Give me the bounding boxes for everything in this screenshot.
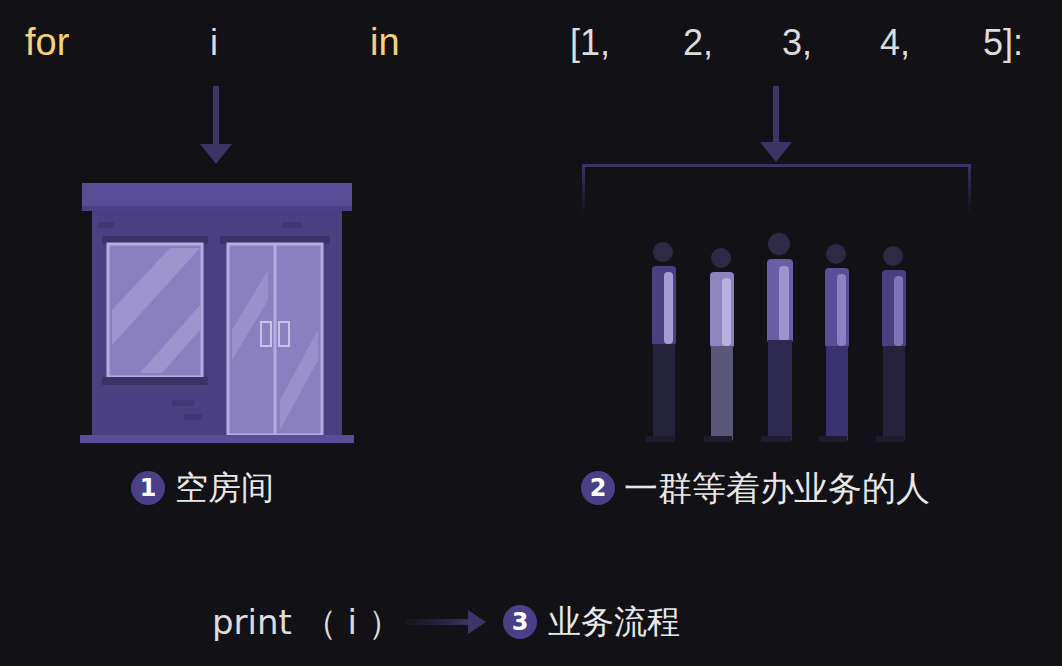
callout-number: 2 <box>581 471 615 505</box>
callout-digit: 1 <box>140 476 157 500</box>
callout-digit: 3 <box>512 610 529 634</box>
caption-text: print （ i ） <box>212 602 402 643</box>
callout-digit: 2 <box>590 476 607 500</box>
callout-number: 3 <box>503 605 537 639</box>
flow-arrow <box>405 610 486 634</box>
down-arrow <box>760 86 792 162</box>
code-token: i <box>210 21 218 64</box>
caption-text: 业务流程 <box>548 602 680 642</box>
code-token: in <box>370 20 400 66</box>
code-token: 2, <box>683 21 713 64</box>
down-arrow <box>200 86 232 164</box>
code-token: 3, <box>782 21 812 64</box>
bracket <box>582 164 971 214</box>
people-illustration <box>646 233 906 442</box>
caption-text: 一群等着办业务的人 <box>624 468 930 509</box>
code-token: for <box>25 20 69 66</box>
caption-text: 空房间 <box>175 468 274 508</box>
room-illustration <box>80 183 354 443</box>
callout-number: 1 <box>131 471 165 505</box>
code-token: 4, <box>880 21 910 64</box>
code-token: 5]: <box>983 21 1023 64</box>
code-token: [1, <box>570 21 610 64</box>
